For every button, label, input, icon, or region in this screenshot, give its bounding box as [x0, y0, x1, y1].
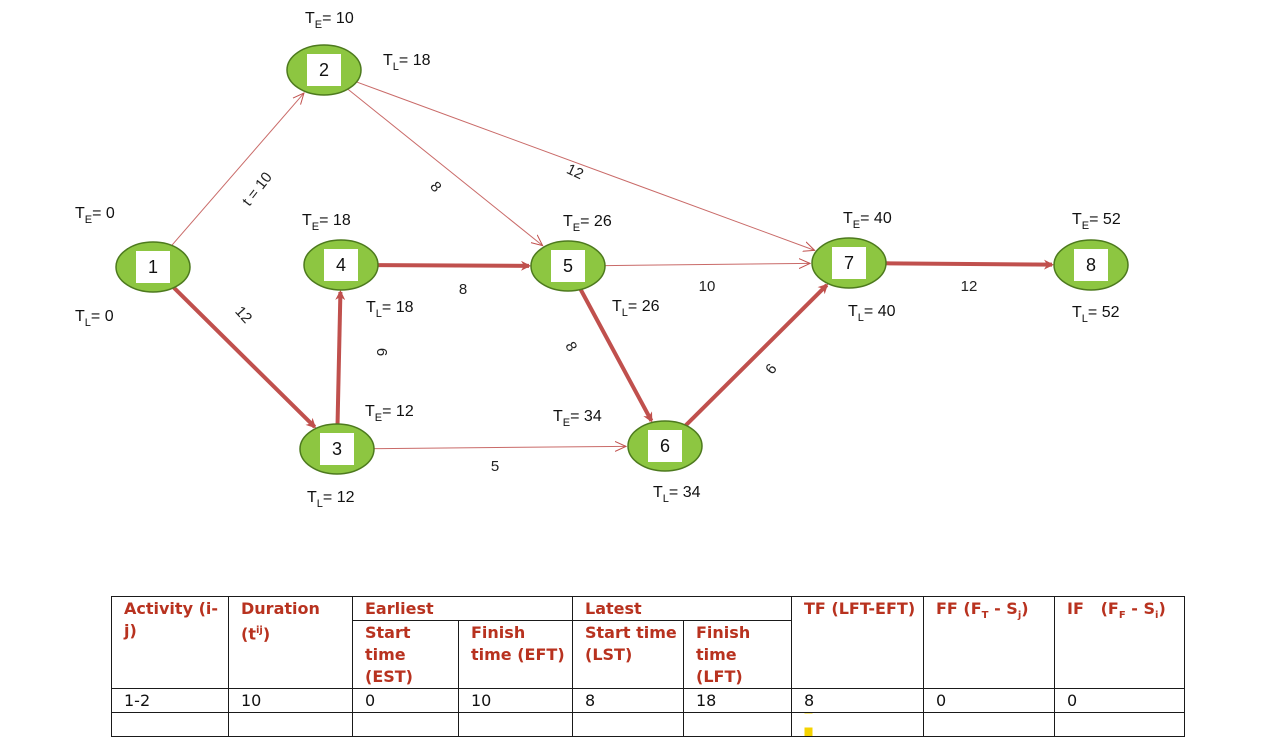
cell-lst: 8	[572, 688, 684, 713]
node-number: 1	[148, 257, 158, 277]
edge-duration-label: 12	[564, 161, 586, 183]
cell-lft: 18	[683, 688, 792, 713]
cell-empty	[572, 712, 684, 737]
header-est: Start time (EST)	[352, 620, 459, 689]
node-4: 4	[303, 239, 379, 291]
edges-layer	[171, 81, 1055, 449]
node-number: 2	[319, 60, 329, 80]
header-eft: Finish time (EFT)	[458, 620, 573, 689]
table-header-row: Activity (i-j) Duration (tij) Earliest L…	[111, 596, 1185, 689]
te-label-node-5: TE= 26	[563, 213, 612, 234]
node-1: 1	[115, 241, 191, 293]
cell-eft: 10	[458, 688, 573, 713]
edge-3-6	[373, 446, 626, 448]
edge-6-7	[684, 283, 829, 427]
cell-empty	[1054, 712, 1185, 737]
node-number: 4	[336, 255, 346, 275]
node-3: 3	[299, 423, 375, 475]
cell-est: 0	[352, 688, 459, 713]
table-subheader-row: Start time (EST) Finish time (EFT) Start…	[112, 620, 1185, 689]
cell-empty	[352, 712, 459, 737]
cell-duration: 10	[228, 688, 353, 713]
te-label-node-3: TE= 12	[365, 403, 414, 424]
edge-duration-label: 12	[961, 278, 978, 295]
edge-2-5	[347, 88, 543, 245]
edge-5-7	[604, 263, 810, 265]
node-6: 6	[627, 420, 703, 472]
tl-label-node-4: TL= 18	[366, 299, 414, 320]
te-label-node-8: TE= 52	[1072, 211, 1121, 232]
te-label-node-4: TE= 18	[302, 212, 351, 233]
te-label-node-6: TE= 34	[553, 408, 602, 429]
edge-7-8	[885, 259, 1055, 270]
header-duration: Duration (tij)	[228, 596, 353, 689]
te-label-node-1: TE= 0	[75, 205, 115, 226]
tl-label-node-2: TL= 18	[383, 52, 431, 73]
cell-empty	[111, 712, 229, 737]
node-number: 7	[844, 253, 854, 273]
edge-duration-label: 10	[699, 278, 716, 295]
edge-2-7	[356, 81, 815, 250]
edge-3-4	[335, 289, 346, 425]
cell-activity: 1-2	[111, 688, 229, 713]
edge-4-5	[377, 260, 532, 271]
tl-label-node-1: TL= 0	[75, 308, 114, 329]
tl-label-node-5: TL= 26	[612, 298, 660, 319]
node-number: 3	[332, 439, 342, 459]
node-7: 7	[811, 237, 887, 289]
node-5: 5	[530, 240, 606, 292]
node-number: 5	[563, 256, 573, 276]
edge-duration-label: 6	[762, 361, 781, 378]
header-latest: Latest	[572, 596, 792, 621]
cell-empty	[228, 712, 353, 737]
tl-label-node-3: TL= 12	[307, 489, 355, 510]
header-tf: TF (LFT-EFT)	[791, 596, 924, 689]
header-if: IF (FF - Si)	[1054, 596, 1185, 689]
edge-duration-label: 12	[231, 303, 255, 327]
edge-5-6	[578, 288, 654, 423]
node-number: 6	[660, 436, 670, 456]
edge-duration-label: 6	[373, 348, 390, 356]
cell-tf: 8	[791, 688, 924, 713]
edge-duration-label: t = 10	[239, 169, 276, 209]
node-2: 2	[286, 44, 362, 96]
cell-empty	[923, 712, 1055, 737]
tl-label-node-7: TL= 40	[848, 303, 896, 324]
edge-duration-label: 8	[561, 339, 580, 355]
tl-label-node-8: TL= 52	[1072, 304, 1120, 325]
cell-empty	[458, 712, 573, 737]
cell-if: 0	[1054, 688, 1185, 713]
node-number: 8	[1086, 255, 1096, 275]
header-ff: FF (FT - Sj)	[923, 596, 1055, 689]
edge-duration-label: 8	[459, 281, 467, 298]
table-row-partial	[111, 712, 1185, 737]
header-activity: Activity (i-j)	[111, 596, 229, 689]
header-lft: Finish time (LFT)	[683, 620, 792, 689]
activity-table: Activity (i-j) Duration (tij) Earliest L…	[111, 596, 1185, 737]
edge-1-3	[172, 286, 317, 429]
edge-duration-label: 5	[491, 458, 499, 475]
node-8: 8	[1053, 239, 1129, 291]
edge-duration-label: 8	[426, 178, 444, 195]
cell-ff: 0	[923, 688, 1055, 713]
cell-empty	[683, 712, 792, 737]
tl-label-node-6: TL= 34	[653, 484, 701, 505]
header-earliest: Earliest	[352, 596, 573, 621]
te-label-node-2: TE= 10	[305, 10, 354, 31]
cell-highlight	[791, 712, 924, 737]
edge-1-2	[171, 93, 304, 246]
table-row: 1-2 10 0 10 8 18 8 0 0	[111, 688, 1185, 713]
te-label-node-7: TE= 40	[843, 210, 892, 231]
header-lst: Start time (LST)	[572, 620, 684, 689]
